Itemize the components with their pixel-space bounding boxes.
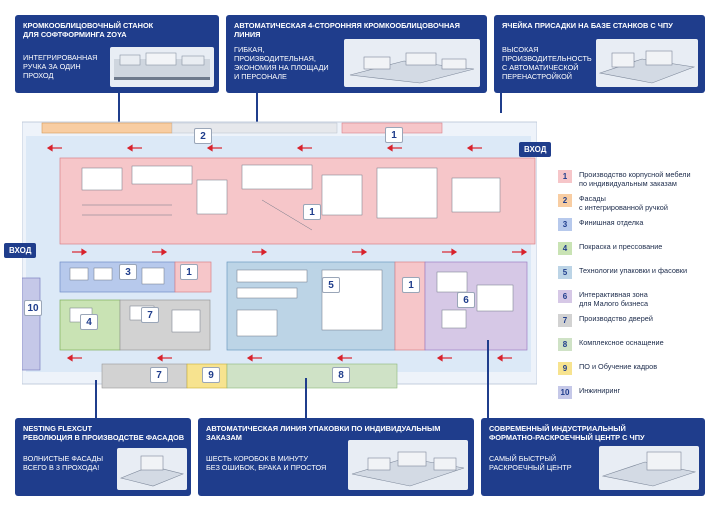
legend-label: Покраска и прессование (579, 242, 663, 251)
zone-badge-1-top: 1 (385, 127, 403, 143)
legend-swatch: 2 (558, 194, 572, 207)
legend-label: Производство корпусной мебели по индивид… (579, 170, 691, 188)
callout-4side-edgebanding-line: АВТОМАТИЧЕСКАЯ 4-СТОРОННЯЯ КРОМКООБЛИЦОВ… (226, 15, 487, 93)
flow-arrow-head (361, 248, 368, 256)
legend-item: 9 ПО и Обучение кадров (558, 362, 718, 382)
machine-image (348, 440, 468, 490)
callout-title: СОВРЕМЕННЫЙ ИНДУСТРИАЛЬНЫЙ ФОРМАТНО-РАСК… (489, 424, 645, 442)
legend-label: ПО и Обучение кадров (579, 362, 658, 371)
callout-title: NESTING FLEXCUT РЕВОЛЮЦИЯ В ПРОИЗВОДСТВЕ… (23, 424, 185, 442)
legend-swatch: 3 (558, 218, 572, 231)
callout-softforming-zoya: КРОМКООБЛИЦОВОЧНЫЙ СТАНОК ДЛЯ СОФТФОРМИН… (15, 15, 219, 93)
floor-plan (22, 121, 537, 389)
zone-badge-10: 10 (24, 300, 42, 316)
callout-cnc-drilling-cell: ЯЧЕЙКА ПРИСАДКИ НА БАЗЕ СТАНКОВ С ЧПУ ВЫ… (494, 15, 705, 93)
legend-label: Технологии упаковки и фасовки (579, 266, 688, 275)
legend-item: 1 Производство корпусной мебели по индиви… (558, 170, 718, 190)
flow-arrow-head (161, 248, 168, 256)
callout-nesting-flexcut: NESTING FLEXCUT РЕВОЛЮЦИЯ В ПРОИЗВОДСТВЕ… (15, 418, 191, 496)
legend-label: Инжиниринг (579, 386, 621, 395)
zone-badge-2: 2 (194, 128, 212, 144)
legend-item: 8 Комплексное оснащение (558, 338, 718, 358)
flow-arrow-head (296, 144, 303, 152)
connector-line (118, 93, 120, 125)
zone-badge-9: 9 (202, 367, 220, 383)
flow-arrow-head (46, 144, 53, 152)
legend-label: Производство дверей (579, 314, 653, 323)
legend-label: Комплексное оснащение (579, 338, 664, 347)
legend-label: Финишная отделка (579, 218, 644, 227)
legend-item: 2 Фасады с интегрированной ручкой (558, 194, 718, 214)
legend-item: 5 Технологии упаковки и фасовки (558, 266, 718, 286)
flow-arrow-head (206, 144, 213, 152)
zone-badge-4: 4 (80, 314, 98, 330)
flow-arrow-head (66, 354, 73, 362)
flow-arrow-head (496, 354, 503, 362)
zone-badge-1-small-mid: 1 (402, 277, 420, 293)
legend-item: 4 Покраска и прессование (558, 242, 718, 262)
connector-line (500, 93, 502, 113)
legend-item: 7 Производство дверей (558, 314, 718, 334)
machine-image (596, 39, 698, 87)
callout-title: АВТОМАТИЧЕСКАЯ 4-СТОРОННЯЯ КРОМКООБЛИЦОВ… (234, 21, 460, 39)
zone-badge-1-small-left: 1 (180, 264, 198, 280)
callout-title: АВТОМАТИЧЕСКАЯ ЛИНИЯ УПАКОВКИ ПО ИНДИВИД… (206, 424, 441, 442)
legend-item: 6 Интерактивная зона для Малого бизнеса (558, 290, 718, 310)
callout-body: САМЫЙ БЫСТРЫЙ РАСКРОЕЧНЫЙ ЦЕНТР (489, 454, 572, 472)
legend-swatch: 10 (558, 386, 572, 399)
zone-badge-7-bottom: 7 (150, 367, 168, 383)
flow-arrow-head (336, 354, 343, 362)
legend-swatch: 4 (558, 242, 572, 255)
legend-swatch: 5 (558, 266, 572, 279)
flow-arrow-head (156, 354, 163, 362)
flow-arrow-head (436, 354, 443, 362)
zone-badge-8: 8 (332, 367, 350, 383)
legend-label: Фасады с интегрированной ручкой (579, 194, 668, 212)
zone-badge-7-left: 7 (141, 307, 159, 323)
callout-body: ИНТЕГРИРОВАННАЯ РУЧКА ЗА ОДИН ПРОХОД (23, 53, 98, 80)
connector-line (95, 380, 97, 420)
legend-item: 3 Финишная отделка (558, 218, 718, 238)
legend-label: Интерактивная зона для Малого бизнеса (579, 290, 649, 308)
callout-body: ВЫСОКАЯ ПРОИЗВОДИТЕЛЬНОСТЬ С АВТОМАТИЧЕС… (502, 45, 592, 81)
machine-image (599, 446, 699, 490)
flow-arrow-head (521, 248, 528, 256)
legend-swatch: 8 (558, 338, 572, 351)
legend-swatch: 1 (558, 170, 572, 183)
callout-body: ВОЛНИСТЫЕ ФАСАДЫ ВСЕГО В 3 ПРОХОДА! (23, 454, 104, 472)
flow-arrow-head (261, 248, 268, 256)
connector-line (487, 340, 489, 418)
zone-badge-6: 6 (457, 292, 475, 308)
flow-arrow-head (81, 248, 88, 256)
legend-swatch: 6 (558, 290, 572, 303)
zone-badge-3: 3 (119, 264, 137, 280)
flow-arrow-head (126, 144, 133, 152)
callout-body: ГИБКАЯ, ПРОИЗВОДИТЕЛЬНАЯ, ЭКОНОМИЯ НА ПЛ… (234, 45, 329, 81)
flow-arrow-head (451, 248, 458, 256)
callout-title: ЯЧЕЙКА ПРИСАДКИ НА БАЗЕ СТАНКОВ С ЧПУ (502, 21, 673, 30)
zone-badge-1-main: 1 (303, 204, 321, 220)
connector-line (305, 378, 307, 418)
machine-image (117, 448, 187, 490)
entrance-right-label: ВХОД (519, 142, 552, 157)
callout-cnc-panel-saw: СОВРЕМЕННЫЙ ИНДУСТРИАЛЬНЫЙ ФОРМАТНО-РАСК… (481, 418, 705, 496)
entrance-left-label: ВХОД (4, 243, 37, 258)
callout-body: ШЕСТЬ КОРОБОК В МИНУТУ БЕЗ ОШИБОК, БРАКА… (206, 454, 327, 472)
machine-image (344, 39, 480, 87)
legend-item: 10 Инжиниринг (558, 386, 718, 406)
zone-badge-5: 5 (322, 277, 340, 293)
callout-title: КРОМКООБЛИЦОВОЧНЫЙ СТАНОК ДЛЯ СОФТФОРМИН… (23, 21, 154, 39)
legend-swatch: 7 (558, 314, 572, 327)
callout-packaging-line: АВТОМАТИЧЕСКАЯ ЛИНИЯ УПАКОВКИ ПО ИНДИВИД… (198, 418, 474, 496)
legend-swatch: 9 (558, 362, 572, 375)
flow-arrow-head (466, 144, 473, 152)
machine-image (110, 47, 214, 87)
flow-arrow-head (246, 354, 253, 362)
flow-arrow-head (386, 144, 393, 152)
